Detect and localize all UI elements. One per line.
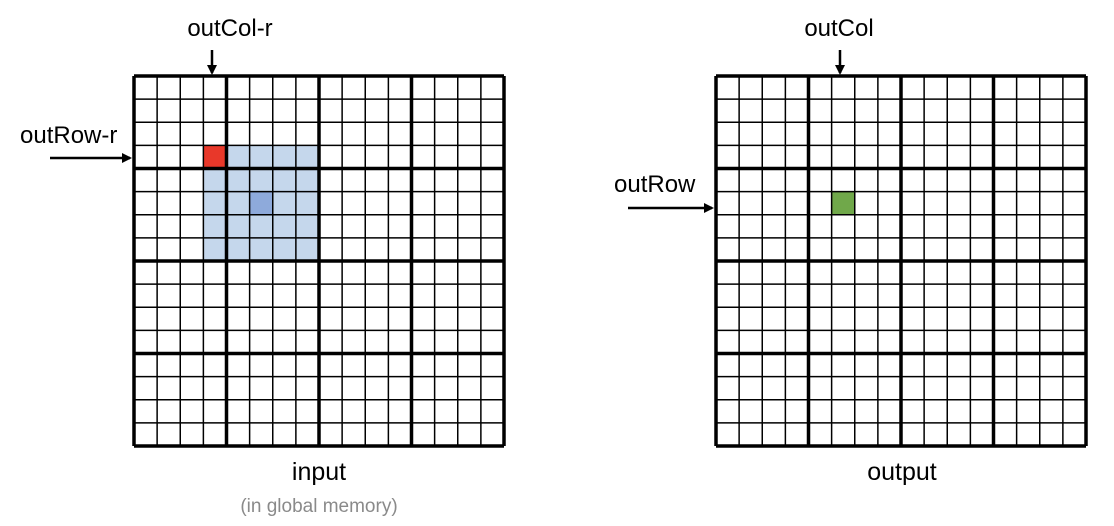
input-row-label: outRow-r bbox=[20, 122, 117, 149]
input-center-cell bbox=[249, 191, 273, 215]
input-corner-cell bbox=[203, 145, 227, 169]
input-subcaption: (in global memory) bbox=[240, 496, 397, 517]
output-col-label: outCol bbox=[804, 15, 873, 42]
output-grid bbox=[714, 74, 1088, 448]
input-col-label: outCol-r bbox=[187, 15, 272, 42]
input-caption: input bbox=[292, 458, 346, 486]
output-target-cell bbox=[831, 191, 855, 215]
input-grid bbox=[132, 74, 506, 448]
output-row-label: outRow bbox=[614, 171, 696, 198]
output-caption: output bbox=[867, 458, 937, 486]
